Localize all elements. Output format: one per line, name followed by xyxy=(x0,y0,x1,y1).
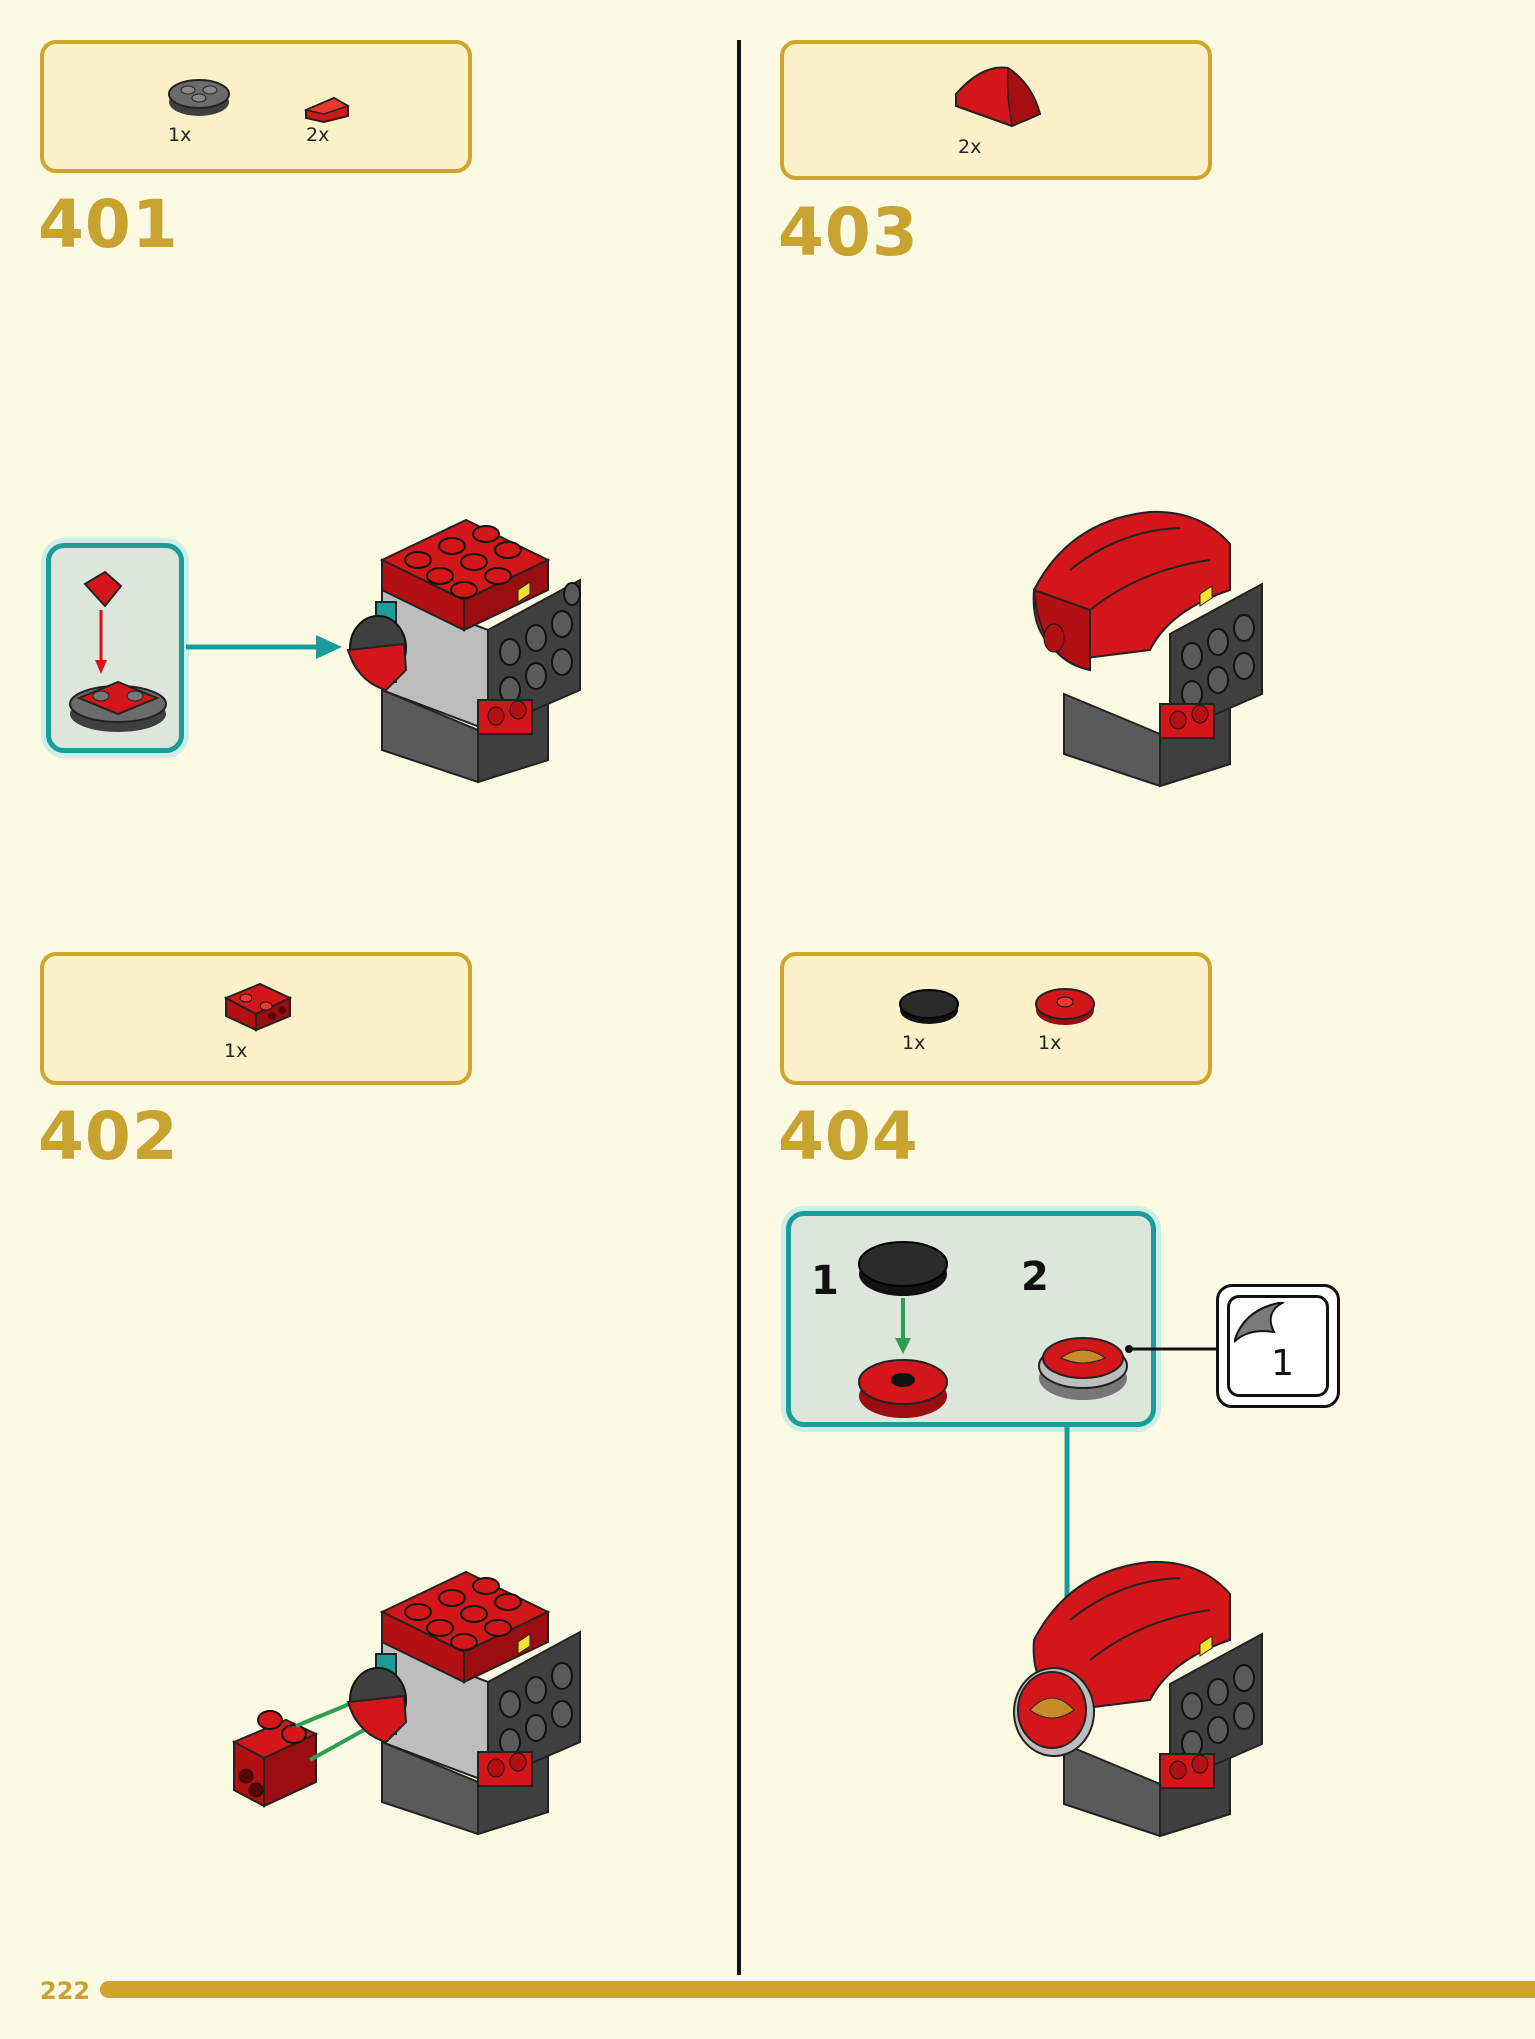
stickered-tile-icon xyxy=(1038,1337,1128,1400)
step-number-403: 403 xyxy=(778,194,919,271)
parts-list-401: 1x 2x xyxy=(40,40,472,173)
sticker-leader-line xyxy=(1125,1345,1220,1353)
sub-assembly-callout-401 xyxy=(46,543,184,753)
black-round-tile-icon xyxy=(899,989,959,1024)
part-qty: 2x xyxy=(958,136,982,158)
head-model-403 xyxy=(1032,510,1263,788)
head-model-401 xyxy=(346,518,581,784)
sticker-number: 1 xyxy=(1271,1343,1294,1384)
sticker-peel-icon xyxy=(1234,1302,1285,1343)
footer-bar xyxy=(100,1981,1535,1998)
sub-step-number: 1 xyxy=(811,1258,839,1304)
assembly-arrow-icon xyxy=(186,635,342,659)
sub-assembly-callout-404: 1 2 xyxy=(786,1211,1156,1427)
parts-list-402: 1x xyxy=(40,952,472,1085)
step-number-404: 404 xyxy=(778,1098,919,1175)
sticker-sheet-icon: 1 xyxy=(1216,1284,1340,1408)
red-bracket-plate-icon xyxy=(223,982,293,1032)
red-round-plate-icon xyxy=(1035,988,1095,1025)
page-number: 222 xyxy=(40,1977,91,2005)
parts-list-404: 1x 1x xyxy=(780,952,1212,1085)
part-qty: 1x xyxy=(168,124,192,146)
column-divider xyxy=(737,40,741,1975)
part-qty: 1x xyxy=(224,1040,248,1062)
gray-round-plate-icon xyxy=(168,79,230,116)
part-qty: 2x xyxy=(306,124,330,146)
part-qty: 1x xyxy=(1038,1032,1062,1054)
sub-assembly-icon xyxy=(858,1241,948,1418)
head-model-402 xyxy=(346,1570,581,1836)
step-number-401: 401 xyxy=(38,186,179,263)
step-number-402: 402 xyxy=(38,1098,179,1175)
head-model-404 xyxy=(1013,1560,1263,1838)
sub-step-number: 2 xyxy=(1021,1254,1049,1300)
red-wedge-plate-icon xyxy=(304,96,350,124)
sticker-frame: 1 xyxy=(1227,1295,1329,1397)
bracket-piece-402 xyxy=(231,1710,319,1808)
red-curved-slope-icon xyxy=(955,66,1042,128)
parts-list-403: 2x xyxy=(780,40,1212,180)
sub-assembly-icon xyxy=(69,570,167,732)
part-qty: 1x xyxy=(902,1032,926,1054)
